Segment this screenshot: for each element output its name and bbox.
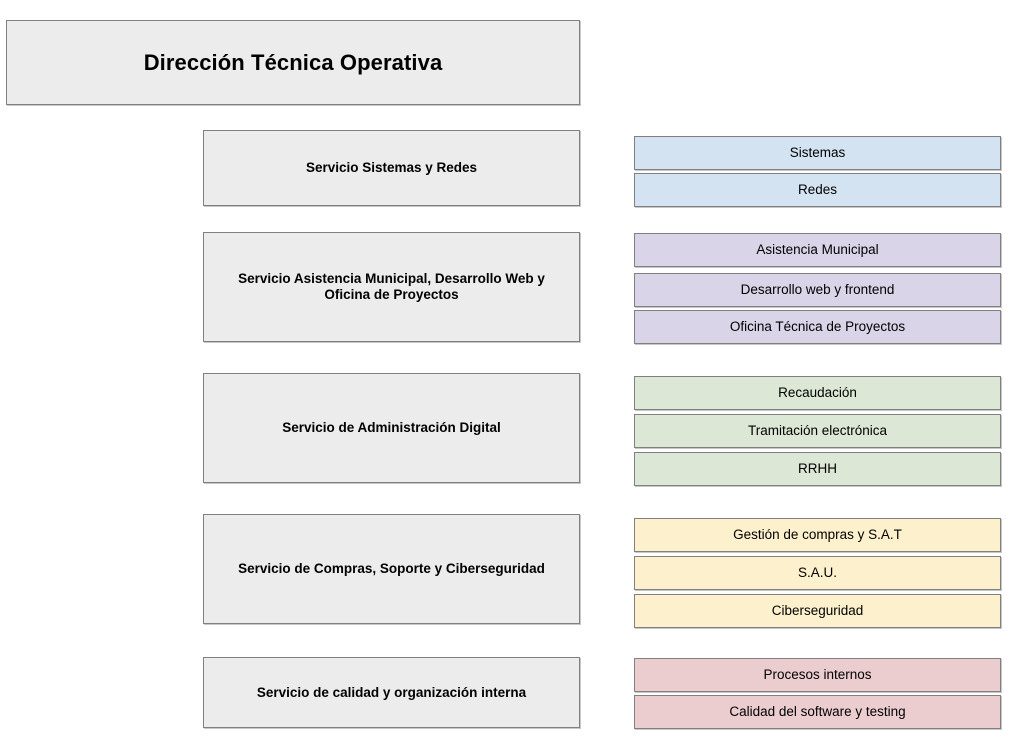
unit-label: Desarrollo web y frontend (740, 282, 895, 298)
service-label: Servicio Asistencia Municipal, Desarroll… (238, 271, 545, 302)
service-box-sistemas-y-redes[interactable]: Servicio Sistemas y Redes (203, 130, 580, 206)
unit-box-tramitacion-electronica[interactable]: Tramitación electrónica (634, 414, 1001, 448)
unit-label: RRHH (798, 461, 837, 477)
unit-label: Redes (797, 182, 838, 198)
unit-label: S.A.U. (797, 565, 837, 581)
unit-box-gestion-compras-sat[interactable]: Gestión de compras y S.A.T (634, 518, 1001, 552)
unit-label: Procesos internos (763, 667, 872, 683)
service-box-asistencia-municipal[interactable]: Servicio Asistencia Municipal, Desarroll… (203, 232, 580, 342)
unit-box-rrhh[interactable]: RRHH (634, 452, 1001, 486)
service-box-compras-soporte-ciberseguridad[interactable]: Servicio de Compras, Soporte y Cibersegu… (203, 514, 580, 624)
unit-box-asistencia-municipal[interactable]: Asistencia Municipal (634, 233, 1001, 267)
org-title-box: Dirección Técnica Operativa (6, 20, 580, 105)
unit-box-oficina-tecnica-proyectos[interactable]: Oficina Técnica de Proyectos (634, 310, 1001, 344)
unit-box-procesos-internos[interactable]: Procesos internos (634, 658, 1001, 692)
unit-box-calidad-software-testing[interactable]: Calidad del software y testing (634, 695, 1001, 729)
unit-label: Oficina Técnica de Proyectos (729, 319, 906, 335)
unit-box-ciberseguridad[interactable]: Ciberseguridad (634, 594, 1001, 628)
unit-label: Calidad del software y testing (729, 704, 906, 720)
service-label: Servicio de Administración Digital (282, 420, 501, 436)
service-label: Servicio Sistemas y Redes (305, 160, 478, 176)
unit-label: Recaudación (778, 385, 857, 401)
unit-label: Gestión de compras y S.A.T (733, 527, 902, 543)
unit-box-sistemas[interactable]: Sistemas (634, 136, 1001, 170)
service-label: Servicio de Compras, Soporte y Cibersegu… (238, 561, 545, 577)
org-title-label: Dirección Técnica Operativa (143, 49, 443, 75)
unit-label: Sistemas (789, 145, 846, 161)
unit-box-desarrollo-web[interactable]: Desarrollo web y frontend (634, 273, 1001, 307)
unit-label: Ciberseguridad (771, 603, 864, 619)
unit-label: Asistencia Municipal (756, 242, 879, 258)
service-label: Servicio de calidad y organización inter… (256, 684, 527, 700)
unit-box-sau[interactable]: S.A.U. (634, 556, 1001, 590)
unit-box-redes[interactable]: Redes (634, 173, 1001, 207)
unit-box-recaudacion[interactable]: Recaudación (634, 376, 1001, 410)
service-box-administracion-digital[interactable]: Servicio de Administración Digital (203, 373, 580, 483)
service-box-calidad-organizacion-interna[interactable]: Servicio de calidad y organización inter… (203, 657, 580, 728)
unit-label: Tramitación electrónica (747, 423, 888, 439)
